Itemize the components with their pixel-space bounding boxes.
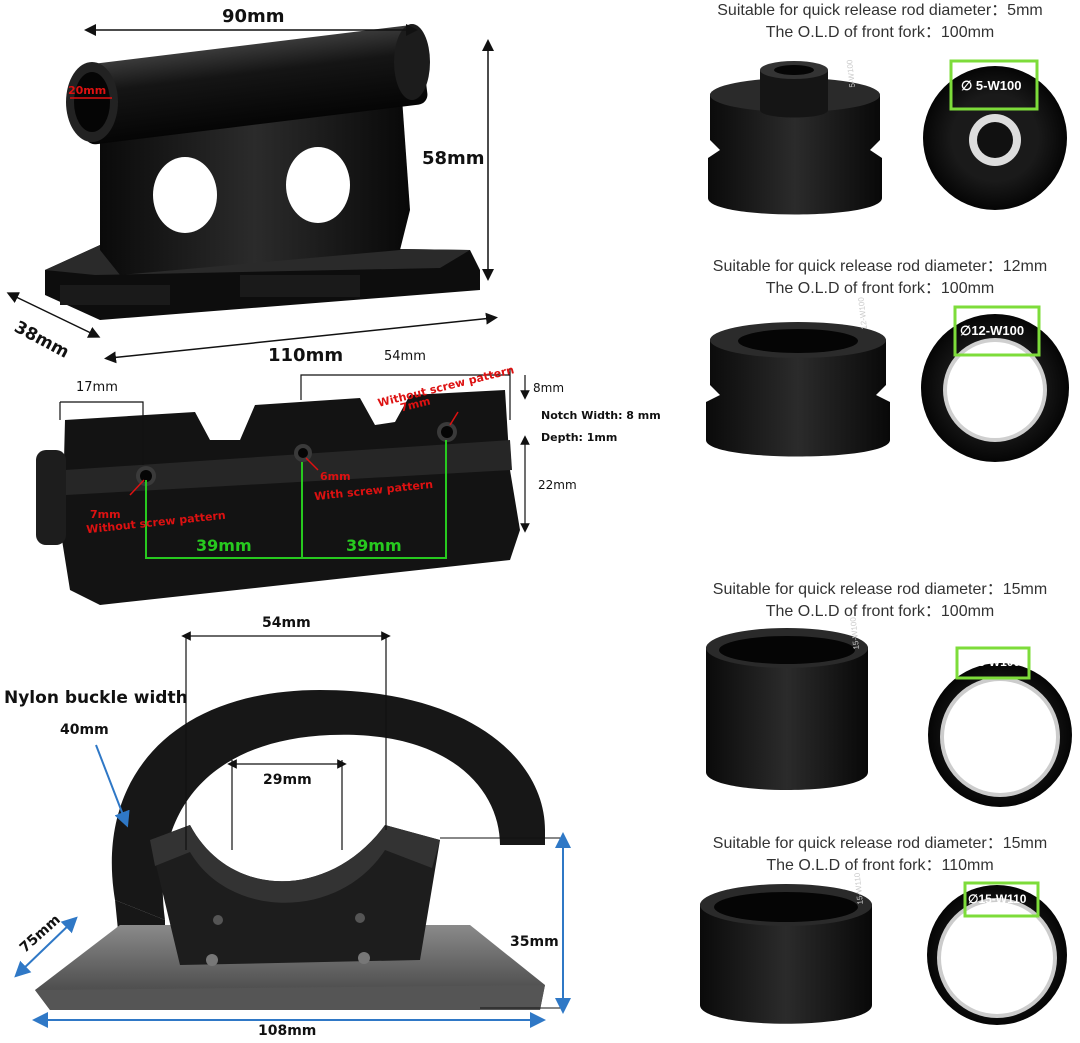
adapter-4-caption: Suitable for quick release rod diameter：… (680, 833, 1080, 877)
spacing-right-label: 39mm (346, 536, 402, 555)
side-span-label: 54mm (384, 349, 426, 364)
adapter-2-code: ∅12-W100 (960, 323, 1025, 338)
adapter-2-caption: Suitable for quick release rod diameter：… (680, 256, 1080, 300)
strap-width-label: 40mm (60, 722, 109, 738)
adapter-2-caption-line1: Suitable for quick release rod diameter：… (712, 258, 1048, 275)
adapter-15mm-100 (706, 628, 1072, 807)
notch-depth-label: Depth: 1mm (541, 431, 618, 444)
length-dim-line (104, 312, 498, 364)
mount-inner-label: 20mm (68, 84, 107, 97)
strap-mount (35, 690, 545, 1010)
adapter-3-caption-line1: Suitable for quick release rod diameter：… (712, 581, 1048, 598)
side-height-label: 22mm (538, 478, 577, 492)
side-top-label: 8mm (533, 381, 565, 395)
mount-height-label: 58mm (422, 148, 485, 169)
notch-width-label: Notch Width: 8 mm (541, 409, 661, 422)
adapter-1-caption-line2: The O.L.D of front fork：100mm (765, 24, 995, 41)
nylon-buckle-title: Nylon buckle width (4, 688, 188, 708)
adapter-3-caption: Suitable for quick release rod diameter：… (680, 579, 1080, 623)
side-left-label: 17mm (76, 380, 118, 395)
depth-dim-line (6, 292, 101, 338)
adapter-4-caption-line1: Suitable for quick release rod diameter：… (712, 835, 1048, 852)
adapter-12mm (706, 305, 1069, 462)
hole-left-size: 7mm (90, 508, 121, 521)
strap-inner-label: 29mm (263, 772, 312, 788)
strap-height-label: 35mm (510, 934, 559, 950)
adapter-5mm (708, 59, 1067, 215)
fork-mount-side (36, 390, 520, 605)
mount-length-label: 110mm (268, 345, 344, 366)
strap-length-label: 108mm (258, 1023, 317, 1039)
adapter-1-code: ∅ 5-W100 (961, 78, 1022, 93)
adapter-4-code: ∅15-W110 (968, 892, 1027, 906)
adapter-15mm-110 (700, 881, 1067, 1025)
adapter-1-caption-line1: Suitable for quick release rod diameter：… (717, 2, 1043, 19)
adapter-3-code: ∅15-W100 (961, 655, 1021, 669)
spacing-left-label: 39mm (196, 536, 252, 555)
strap-outer-label: 54mm (262, 615, 311, 631)
adapter-2-caption-line2: The O.L.D of front fork：100mm (765, 280, 995, 297)
adapter-1-caption: Suitable for quick release rod diameter：… (680, 0, 1080, 44)
fork-mount-3d (45, 24, 480, 320)
mount-width-label: 90mm (222, 6, 285, 27)
adapter-4-caption-line2: The O.L.D of front fork：110mm (766, 857, 994, 874)
adapter-3-caption-line2: The O.L.D of front fork：100mm (765, 603, 995, 620)
hole-mid-size: 6mm (320, 470, 351, 483)
